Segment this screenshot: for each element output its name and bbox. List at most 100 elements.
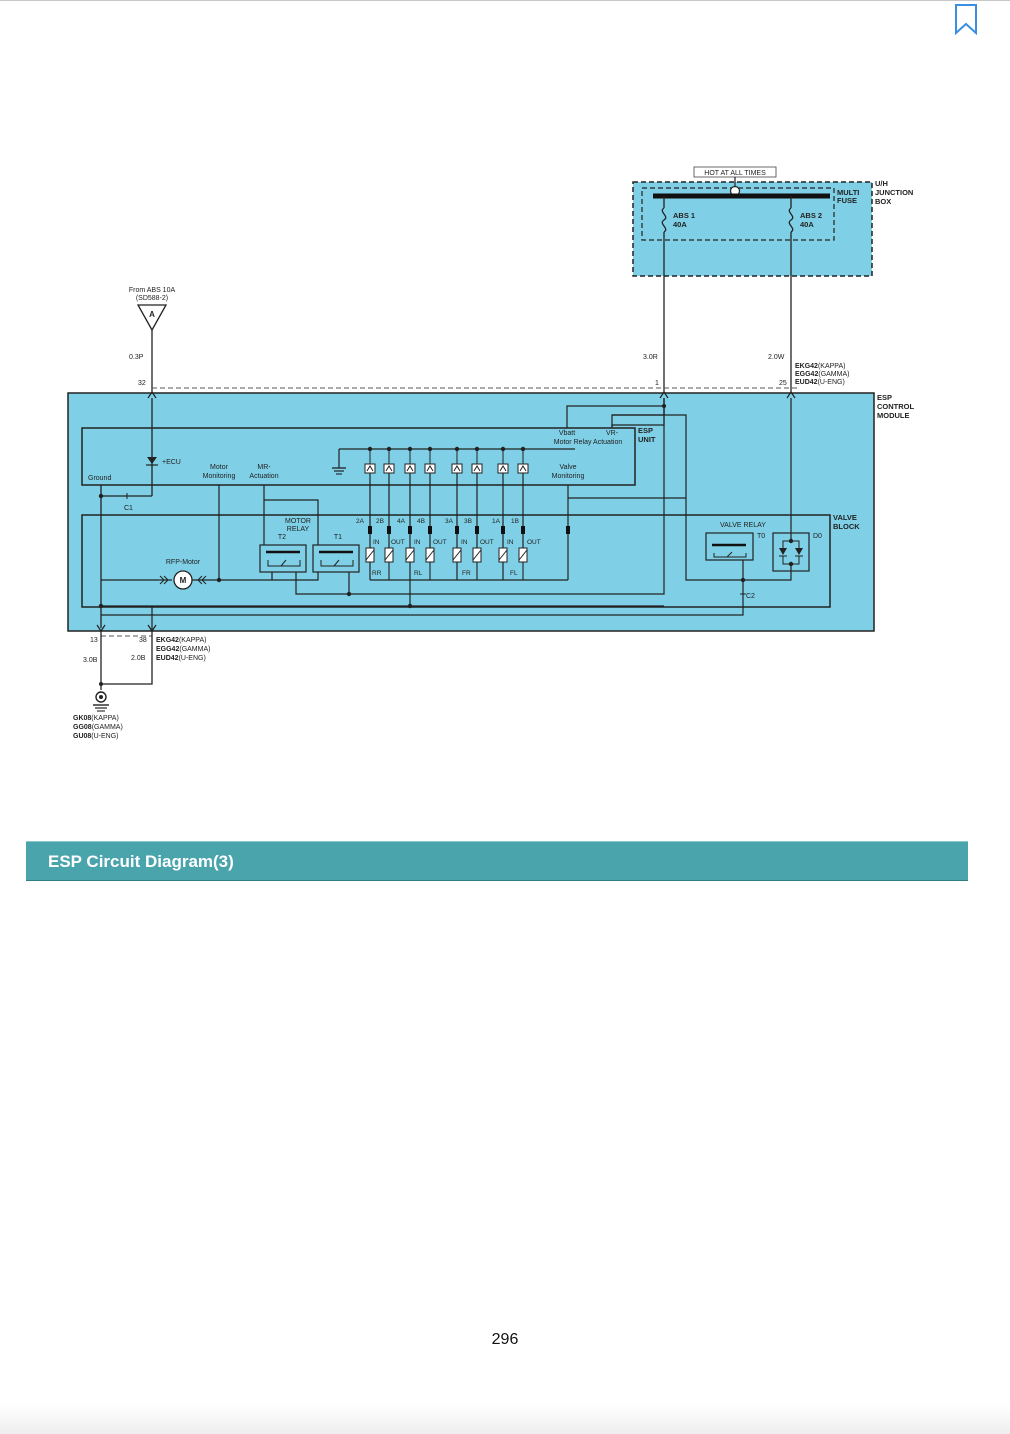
valve-block (81, 514, 831, 608)
esp-unit (81, 427, 636, 486)
from-abs-label: From ABS 10A (129, 287, 176, 294)
valve-coils (365, 547, 528, 563)
multi-fuse-label: MULTI (837, 188, 859, 197)
ground-code-gk08: GK08(KAPPA) (73, 715, 119, 722)
motor-m-label: M (180, 576, 187, 585)
wire-20w: 2.0W (768, 354, 785, 361)
valve-pin-3a: 3A (445, 518, 454, 525)
t0-label: T0 (757, 533, 765, 540)
fuse-abs1-icon (661, 207, 667, 233)
fuse-abs2-label: ABS 2 (800, 211, 822, 220)
valve-io-in-1: IN (373, 539, 380, 546)
vr-label: VR- (606, 430, 619, 437)
valve-pin-1a: 1A (492, 518, 501, 525)
wheel-fr: FR (462, 570, 471, 577)
connector-a-label: A (149, 310, 155, 319)
conn-top-eud42: EUD42(U-ENG) (795, 379, 845, 386)
page-number: 296 (491, 1331, 519, 1348)
valve-io-in-2: IN (414, 539, 421, 546)
vbatt-label: Vbatt (559, 430, 575, 437)
esp-circuit-diagram: HOT AT ALL TIMES ABS 1 40A ABS 2 40A MUL… (67, 166, 914, 740)
t2-label: T2 (278, 534, 286, 541)
fuse-abs2-rating: 40A (800, 220, 814, 229)
pin-25: 25 (779, 380, 787, 387)
bookmark-icon[interactable] (952, 3, 980, 35)
motor-monitoring-label: Motor (210, 464, 229, 471)
valve-relay (705, 532, 754, 561)
motor-relay-label: MOTOR (285, 518, 311, 525)
valve-relay-label: VALVE RELAY (720, 522, 766, 529)
pin-13: 13 (90, 637, 98, 644)
valve-io-in-3: IN (461, 539, 468, 546)
pin-38: 38 (139, 637, 147, 644)
wire-30r: 3.0R (643, 354, 658, 361)
valve-pin-4a: 4A (397, 518, 406, 525)
valve-io-out-1: OUT (391, 539, 405, 546)
c1-label: C1 (124, 505, 133, 512)
valve-pin-2a: 2A (356, 518, 365, 525)
ground-code-gu08: GU08(U-ENG) (73, 733, 119, 740)
connector-a-icon (136, 304, 168, 332)
esp-control-module-label-3: MODULE (877, 411, 910, 420)
section-title-bar: ESP Circuit Diagram(3) (26, 841, 968, 881)
section-title: ESP Circuit Diagram(3) (48, 852, 234, 871)
wire-20b: 2.0B (131, 655, 146, 662)
junction-box-label: U/H (875, 179, 888, 188)
conn-bottom-egg42: EGG42(GAMMA) (156, 646, 210, 653)
mr-actuation-label-2: Actuation (249, 473, 278, 480)
valve-drivers (364, 449, 529, 474)
valve-io-out-4: OUT (527, 539, 541, 546)
esp-unit-label: ESP (638, 426, 653, 435)
mr-actuation-label: MR- (257, 464, 271, 471)
wire-03p: 0.3P (129, 354, 144, 361)
valve-monitoring-label-2: Monitoring (552, 473, 585, 480)
conn-top-egg42: EGG42(GAMMA) (795, 371, 849, 378)
wheel-fl: FL (510, 570, 518, 577)
page-bottom-shade (0, 1404, 1010, 1434)
valve-io-in-4: IN (507, 539, 514, 546)
conn-top-ekg42: EKG42(KAPPA) (795, 363, 845, 370)
motor-relay-actuation-label: Motor Relay Actuation (554, 439, 623, 446)
motor-monitoring-label-2: Monitoring (203, 473, 236, 480)
ecu-label: +ECU (162, 459, 181, 466)
valve-pin-1b: 1B (511, 518, 519, 525)
fuse-abs1-label: ABS 1 (673, 211, 695, 220)
valve-monitoring-label: Valve (560, 464, 577, 471)
valve-io-out-2: OUT (433, 539, 447, 546)
t1-label: T1 (334, 534, 342, 541)
from-abs-ref: (SD588-2) (136, 295, 168, 302)
wheel-rl: RL (414, 570, 423, 577)
ground-code-gg08: GG08(GAMMA) (73, 724, 123, 731)
esp-control-module-label-2: CONTROL (877, 402, 914, 411)
ground-label: Ground (88, 475, 111, 482)
valve-pin-4b: 4B (417, 518, 425, 525)
relay-t1 (312, 544, 360, 573)
motor-relay-label-2: RELAY (287, 526, 310, 533)
junction-box-label-3: BOX (875, 197, 891, 206)
junction-box-label-2: JUNCTION (875, 188, 913, 197)
valve-block-label-2: BLOCK (833, 522, 860, 531)
d0-label: D0 (813, 533, 822, 540)
pin-32: 32 (138, 380, 146, 387)
fuse-abs2-icon (788, 207, 794, 233)
esp-control-module-label: ESP (877, 393, 892, 402)
esp-unit-label-2: UNIT (638, 435, 656, 444)
c2-label: C2 (746, 593, 755, 600)
top-border (0, 0, 1010, 1)
fuse-abs1-rating: 40A (673, 220, 687, 229)
relay-t2 (259, 544, 307, 573)
multi-fuse-label-2: FUSE (837, 196, 857, 205)
wire-30b: 3.0B (83, 657, 98, 664)
conn-bottom-eud42: EUD42(U-ENG) (156, 655, 206, 662)
pin-1: 1 (655, 380, 659, 387)
valve-pin-2b: 2B (376, 518, 384, 525)
valve-pin-3b: 3B (464, 518, 472, 525)
hot-label: HOT AT ALL TIMES (704, 170, 766, 177)
esp-control-module (67, 392, 875, 632)
wheel-rr: RR (372, 570, 382, 577)
ground-icon (93, 691, 109, 712)
valve-block-label: VALVE (833, 513, 857, 522)
conn-bottom-ekg42: EKG42(KAPPA) (156, 637, 206, 644)
rfp-motor-label: RFP-Motor (166, 559, 201, 566)
valve-io-out-3: OUT (480, 539, 494, 546)
